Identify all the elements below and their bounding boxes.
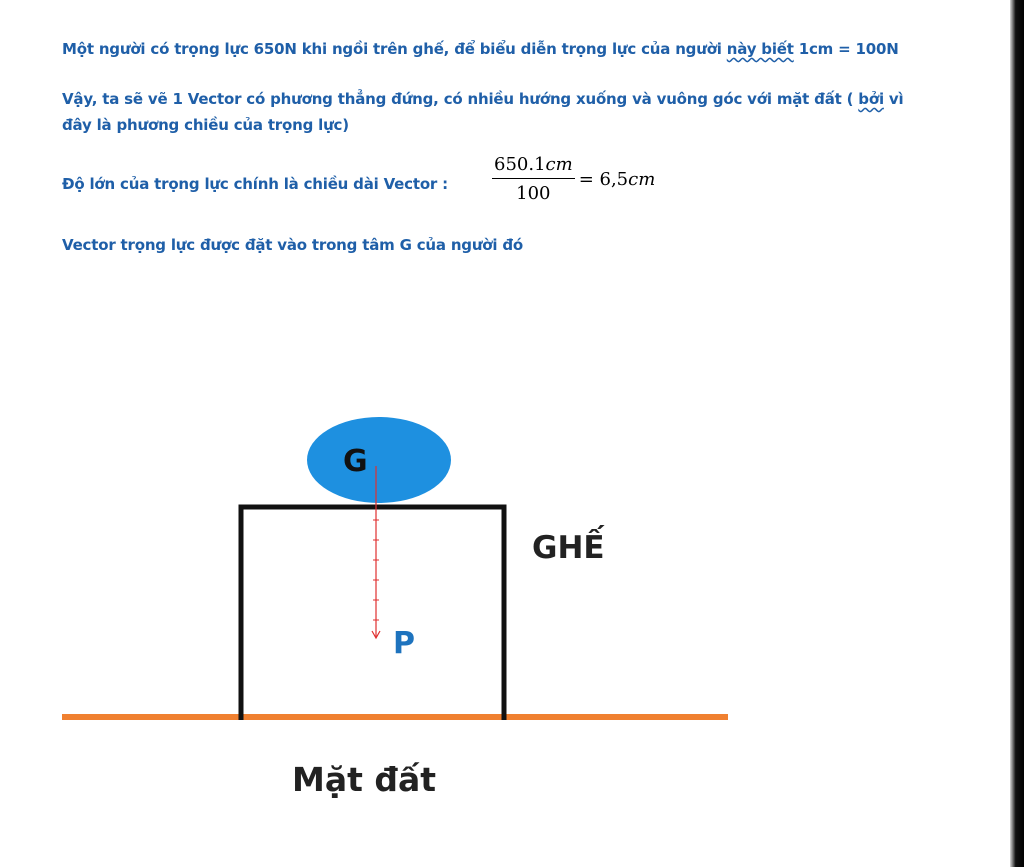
chair-outline	[238, 504, 507, 720]
magnitude-formula: 650.1cm 100 = 6,5cm	[492, 154, 655, 204]
text-line-5: Vector trọng lực được đặt vào trong tâm …	[62, 236, 524, 254]
fraction: 650.1cm 100	[492, 154, 575, 204]
label-ground: Mặt đất	[292, 760, 437, 799]
text-line-1: Một người có trọng lực 650N khi ngồi trê…	[62, 40, 899, 58]
spellcheck-word: này biết	[726, 40, 794, 58]
label-weight-p: P	[393, 626, 415, 661]
ground-line	[62, 714, 728, 720]
formula-result: = 6,5cm	[578, 168, 656, 190]
text-line-4: Độ lớn của trọng lực chính là chiều dài …	[62, 175, 448, 193]
gravity-vector-arrow	[371, 466, 381, 640]
fraction-denominator: 100	[516, 183, 551, 204]
label-chair: GHẾ	[532, 530, 605, 566]
label-center-g: G	[343, 444, 368, 479]
text-line-2: Vậy, ta sẽ vẽ 1 Vector có phương thẳng đ…	[62, 90, 904, 134]
spellcheck-word: bởi	[858, 90, 884, 108]
center-of-gravity-ellipse	[307, 417, 451, 503]
fraction-numerator: 650.1cm	[492, 154, 575, 179]
screen-edge	[1010, 0, 1024, 867]
